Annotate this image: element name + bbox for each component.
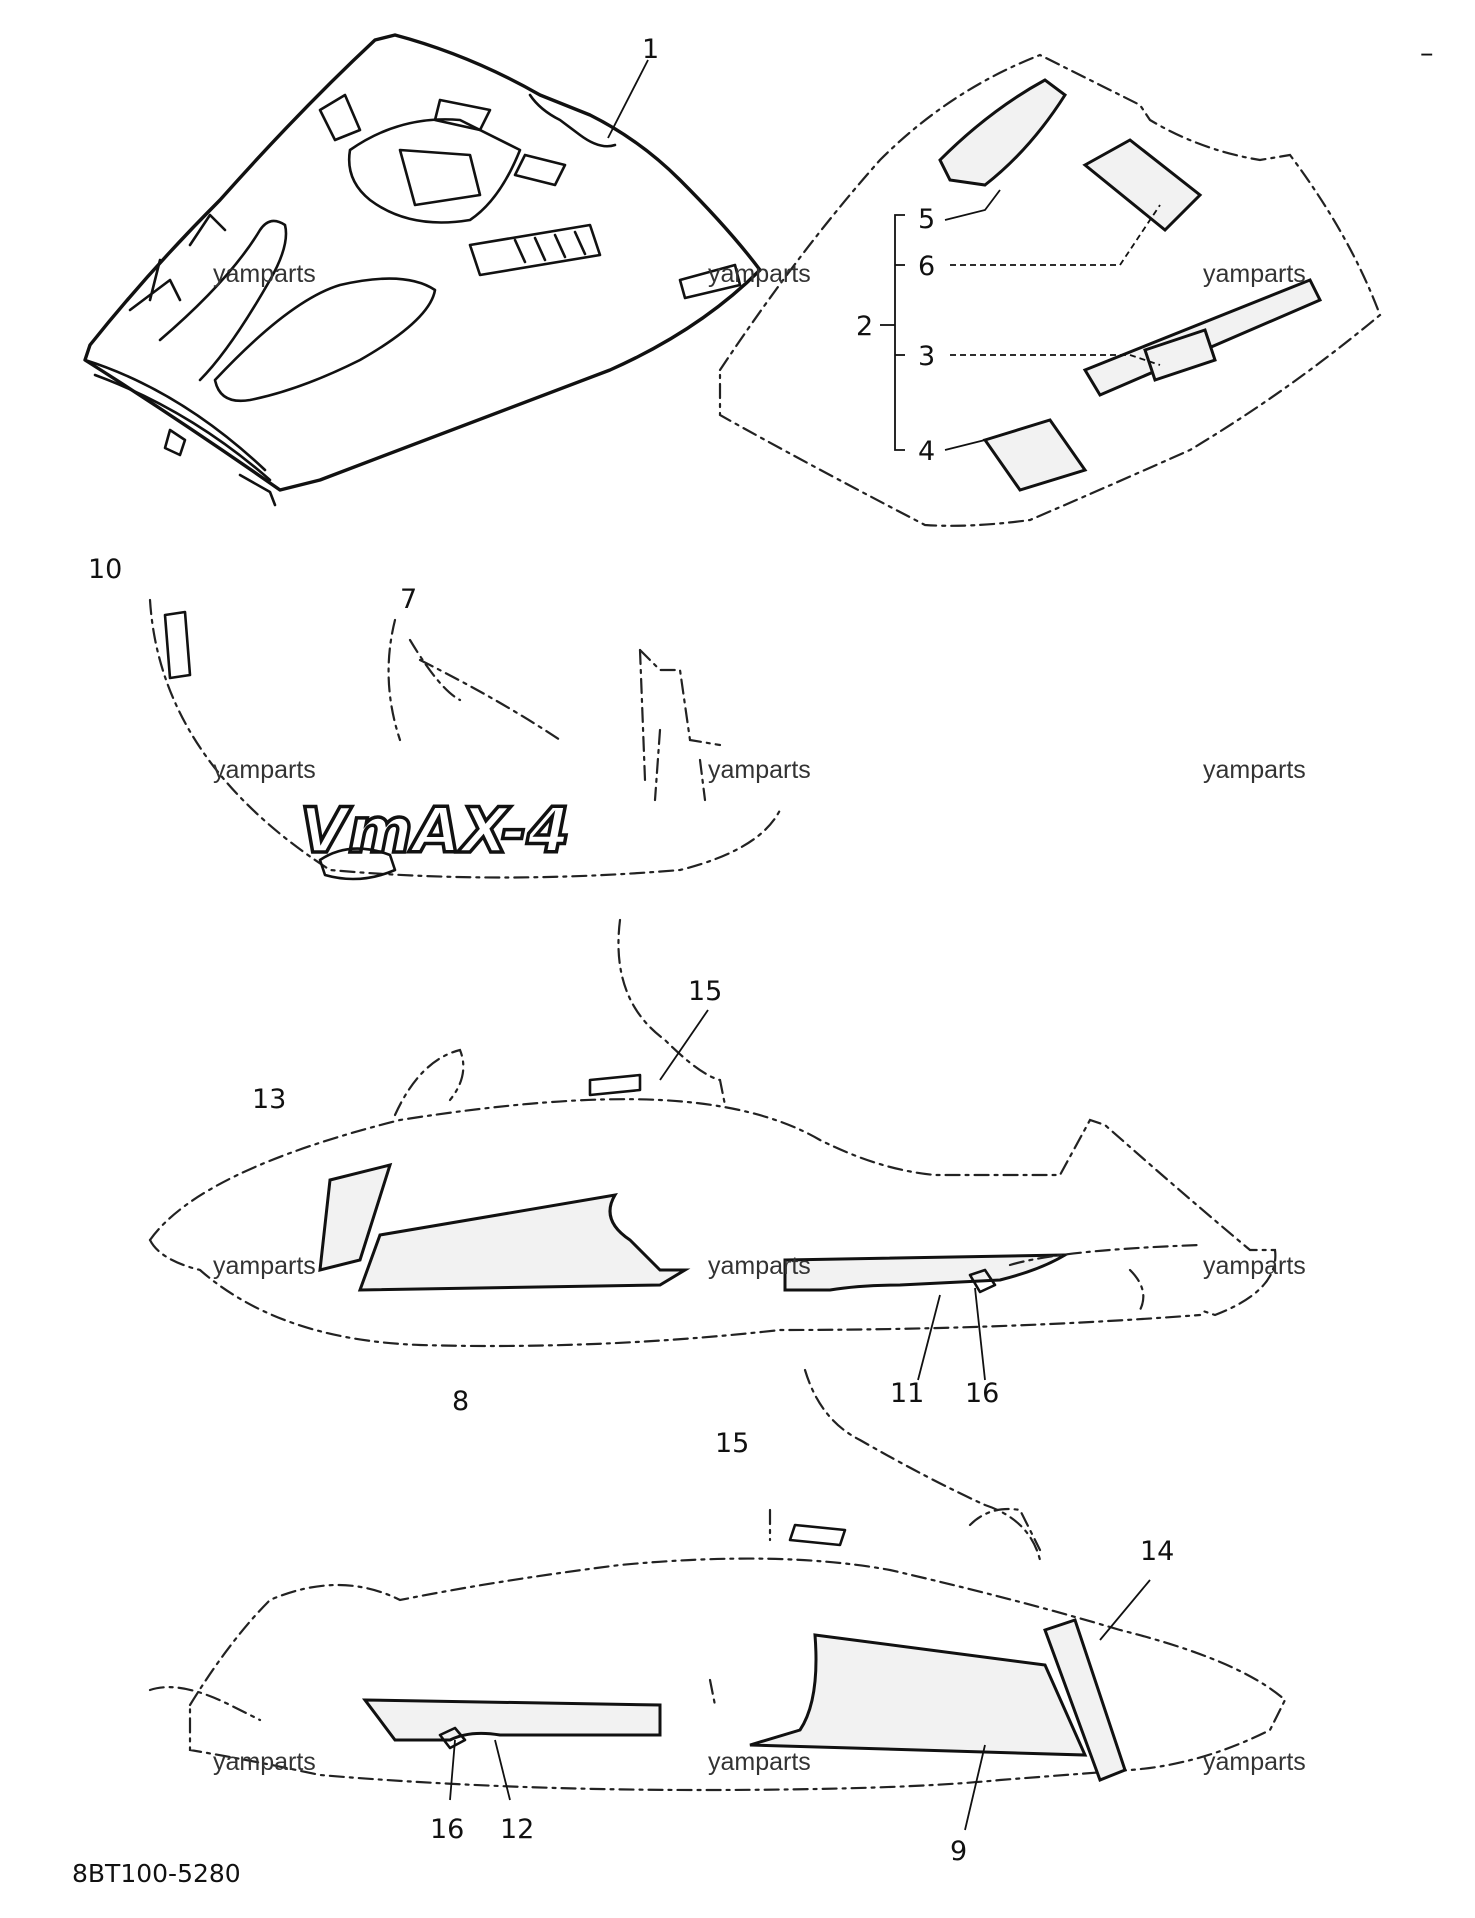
- watermark: yamparts: [708, 1252, 811, 1280]
- leader-9: [964, 1744, 986, 1831]
- callout-14: 14: [1140, 1536, 1174, 1567]
- leader-16-top: [974, 1287, 986, 1381]
- callout-8: 8: [452, 1386, 469, 1417]
- leader-1: [607, 59, 649, 139]
- watermark: yamparts: [1203, 756, 1306, 784]
- callout-11: 11: [890, 1378, 924, 1409]
- callout-2: 2: [856, 311, 873, 342]
- leader-12: [494, 1739, 511, 1801]
- watermark: yamparts: [708, 260, 811, 288]
- leader-15-top: [659, 1009, 709, 1081]
- callout-12: 12: [500, 1814, 534, 1845]
- callout-16-bottom: 16: [430, 1814, 464, 1845]
- right-shroud-drawing: [148, 918, 1277, 1348]
- callout-13: 13: [252, 1084, 286, 1115]
- callout-4: 4: [918, 436, 935, 467]
- callout-5: 5: [918, 204, 935, 235]
- callout-10: 10: [88, 554, 122, 585]
- watermark: yamparts: [708, 756, 811, 784]
- leader-16-bottom: [449, 1739, 456, 1801]
- mat-set-drawing: [718, 53, 1382, 527]
- hood-panel-drawing: [83, 33, 762, 507]
- watermark: yamparts: [1203, 260, 1306, 288]
- watermark: yamparts: [213, 260, 316, 288]
- callout-7: 7: [400, 584, 417, 615]
- callout-16-top: 16: [965, 1378, 999, 1409]
- corner-mark: –: [1420, 38, 1434, 69]
- leader-11: [917, 1294, 941, 1381]
- leader-14: [1099, 1579, 1151, 1641]
- watermark: yamparts: [213, 1748, 316, 1776]
- callout-6: 6: [918, 251, 935, 282]
- callout-9: 9: [950, 1836, 967, 1867]
- mat-callout-bracket: [880, 189, 1161, 451]
- callout-15-top: 15: [688, 976, 722, 1007]
- watermark: yamparts: [1203, 1748, 1306, 1776]
- watermark: yamparts: [213, 1252, 316, 1280]
- callout-1: 1: [642, 34, 659, 65]
- callout-15-bottom: 15: [715, 1428, 749, 1459]
- decal-logo-text: VmAX-4: [300, 794, 570, 867]
- left-shroud-drawing: [148, 1368, 1287, 1792]
- watermark: yamparts: [1203, 1252, 1306, 1280]
- vmax-decal-drawing: VmAX-4: [148, 598, 782, 881]
- watermark: yamparts: [708, 1748, 811, 1776]
- reference-code: 8BT100-5280: [72, 1859, 241, 1888]
- callout-3: 3: [918, 341, 935, 372]
- watermark: yamparts: [213, 756, 316, 784]
